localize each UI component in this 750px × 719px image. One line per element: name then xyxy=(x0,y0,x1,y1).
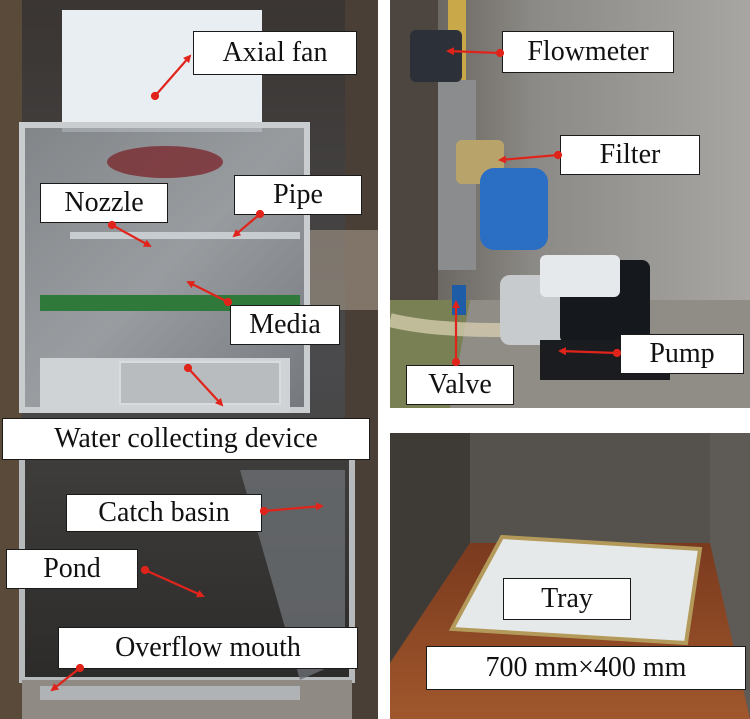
label-tray-size: 700 mm×400 mm xyxy=(426,646,746,690)
label-pond: Pond xyxy=(6,549,138,589)
label-flowmeter: Flowmeter xyxy=(502,31,674,73)
label-nozzle: Nozzle xyxy=(40,183,168,223)
label-pump: Pump xyxy=(620,334,744,374)
pump-assembly-photo: Flowmeter Filter Pump Valve xyxy=(390,0,750,408)
label-pipe: Pipe xyxy=(234,175,362,215)
label-tray: Tray xyxy=(503,578,631,620)
label-axial-fan: Axial fan xyxy=(193,31,357,75)
cooling-tower-illustration xyxy=(0,0,378,719)
cooling-tower-photo: Axial fan Nozzle Pipe Media Water collec… xyxy=(0,0,378,719)
tray-photo: Tray 700 mm×400 mm xyxy=(390,433,750,719)
label-catch-basin: Catch basin xyxy=(66,494,262,532)
label-filter: Filter xyxy=(560,135,700,175)
label-valve: Valve xyxy=(406,365,514,405)
label-overflow-mouth: Overflow mouth xyxy=(58,627,358,669)
label-water-collecting-device: Water collecting device xyxy=(2,418,370,460)
label-media: Media xyxy=(230,305,340,345)
